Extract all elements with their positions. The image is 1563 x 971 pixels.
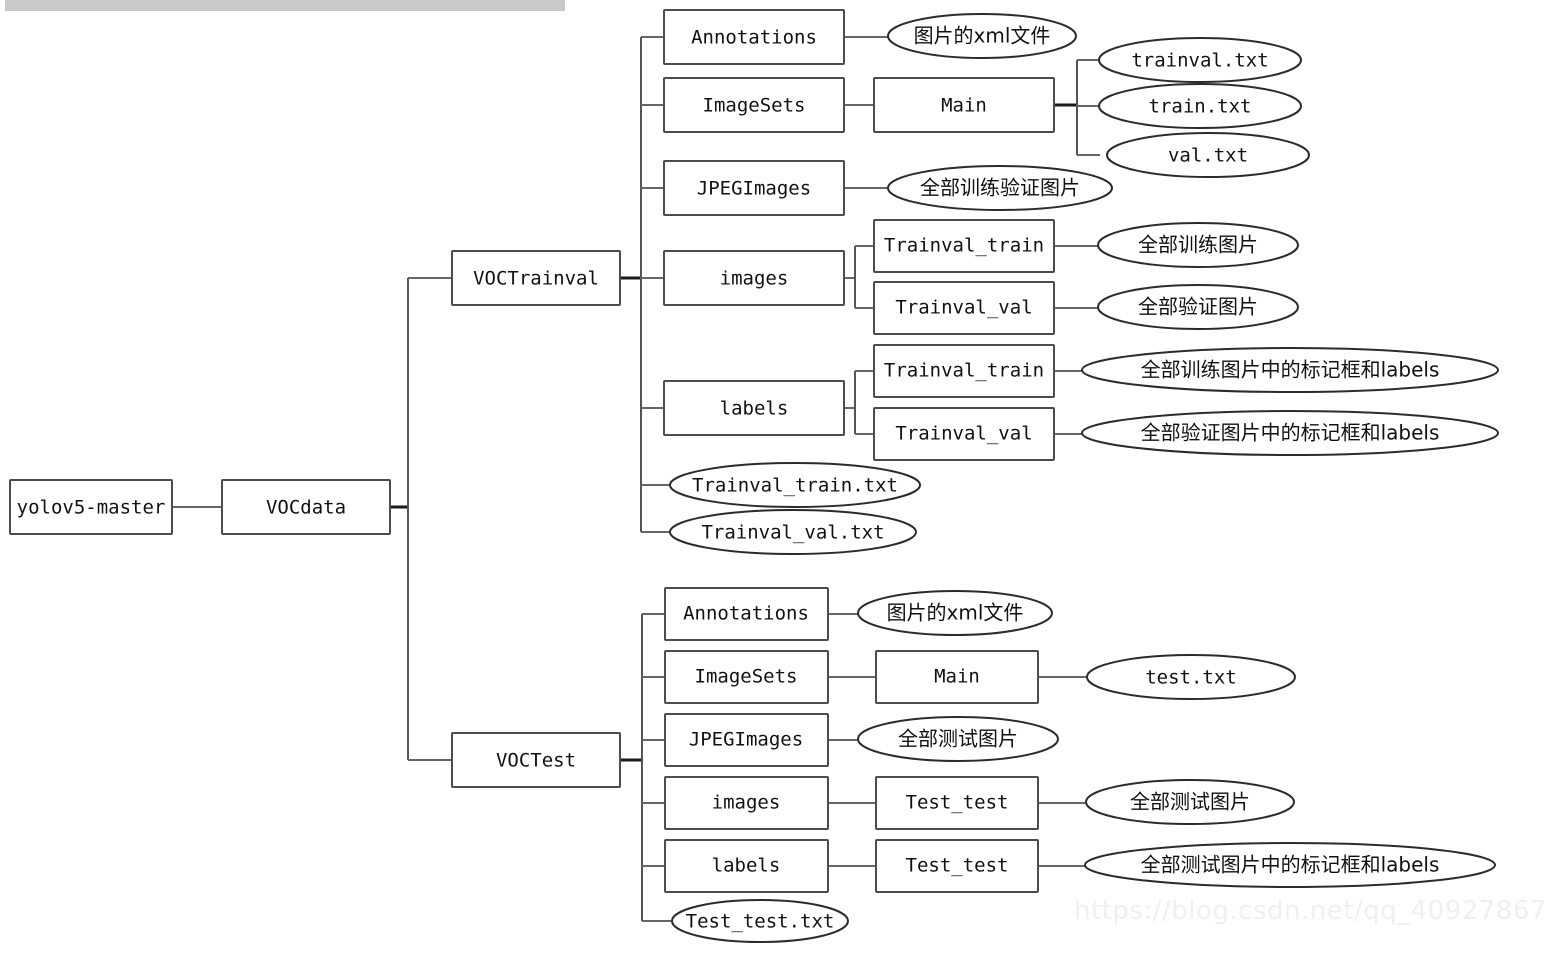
node-label: ImageSets bbox=[703, 95, 806, 117]
top-gray-bar bbox=[5, 0, 565, 11]
watermark-text: https://blog.csdn.net/qq_40927867 bbox=[1074, 896, 1547, 926]
node-label: Trainval_train.txt bbox=[692, 475, 898, 497]
node-te-images-test-test[interactable]: Test_test bbox=[875, 776, 1039, 830]
node-label: JPEGImages bbox=[689, 729, 803, 751]
node-label: Trainval_val bbox=[895, 297, 1032, 319]
node-te-images[interactable]: images bbox=[664, 776, 829, 830]
node-label: 全部测试图片 bbox=[898, 727, 1018, 751]
node-label: 全部训练验证图片 bbox=[920, 176, 1080, 200]
node-te-annotations[interactable]: Annotations bbox=[664, 587, 829, 641]
node-trainval-train-txt-file[interactable]: Trainval_train.txt bbox=[669, 462, 921, 508]
node-te-imagesets[interactable]: ImageSets bbox=[664, 650, 829, 704]
node-label: 全部验证图片中的标记框和labels bbox=[1141, 421, 1440, 445]
node-label: Trainval_train bbox=[884, 235, 1044, 257]
node-label: images bbox=[720, 268, 789, 290]
node-vocdata[interactable]: VOCdata bbox=[221, 479, 391, 535]
node-label: test.txt bbox=[1145, 667, 1237, 689]
node-label: 全部验证图片 bbox=[1138, 295, 1258, 319]
node-label: labels bbox=[712, 855, 781, 877]
node-label: Test_test bbox=[906, 855, 1009, 877]
node-label: ImageSets bbox=[695, 666, 798, 688]
node-label: 全部训练图片 bbox=[1138, 233, 1258, 257]
node-label: Annotations bbox=[683, 603, 809, 625]
node-label: 图片的xml文件 bbox=[914, 24, 1051, 48]
node-te-labels[interactable]: labels bbox=[664, 839, 829, 893]
node-tv-images-trainval-train[interactable]: Trainval_train bbox=[873, 219, 1055, 273]
node-tv-main[interactable]: Main bbox=[873, 77, 1055, 133]
node-label: 全部训练图片中的标记框和labels bbox=[1141, 358, 1440, 382]
node-label: VOCTest bbox=[496, 750, 576, 772]
node-trainval-val-txt-file[interactable]: Trainval_val.txt bbox=[669, 509, 917, 555]
node-label: train.txt bbox=[1149, 96, 1252, 118]
node-label: Annotations bbox=[691, 27, 817, 49]
node-label: Test_test bbox=[906, 792, 1009, 814]
node-test-txt[interactable]: test.txt bbox=[1086, 654, 1296, 700]
node-train-txt[interactable]: train.txt bbox=[1098, 83, 1302, 129]
node-te-labels-test-test[interactable]: Test_test bbox=[875, 839, 1039, 893]
node-tv-annotations[interactable]: Annotations bbox=[663, 9, 845, 65]
node-label: trainval.txt bbox=[1131, 50, 1268, 72]
node-tv-images[interactable]: images bbox=[663, 250, 845, 306]
node-tv-all-val-labels[interactable]: 全部验证图片中的标记框和labels bbox=[1081, 410, 1499, 456]
node-label: Trainval_val bbox=[895, 423, 1032, 445]
node-tv-xml-ellipse[interactable]: 图片的xml文件 bbox=[887, 13, 1077, 59]
node-label: labels bbox=[720, 398, 789, 420]
node-label: VOCTrainval bbox=[473, 268, 599, 290]
node-tv-labels-trainval-train[interactable]: Trainval_train bbox=[873, 344, 1055, 398]
node-label: 图片的xml文件 bbox=[887, 601, 1024, 625]
node-yolov5-master[interactable]: yolov5-master bbox=[9, 479, 173, 535]
node-label: Main bbox=[934, 666, 980, 688]
node-label: Trainval_val.txt bbox=[701, 522, 884, 544]
node-te-jpegimages[interactable]: JPEGImages bbox=[664, 713, 829, 767]
node-te-all-test-labels[interactable]: 全部测试图片中的标记框和labels bbox=[1084, 842, 1496, 888]
node-label: val.txt bbox=[1168, 145, 1248, 167]
node-label: Test_test.txt bbox=[686, 911, 835, 933]
node-te-xml-ellipse[interactable]: 图片的xml文件 bbox=[857, 590, 1053, 636]
node-te-main[interactable]: Main bbox=[875, 650, 1039, 704]
node-test-test-txt-file[interactable]: Test_test.txt bbox=[671, 899, 849, 943]
node-label: JPEGImages bbox=[697, 178, 811, 200]
node-tv-all-train-images[interactable]: 全部训练图片 bbox=[1097, 222, 1299, 268]
node-te-all-test-images[interactable]: 全部测试图片 bbox=[857, 716, 1059, 762]
node-tv-jpegimages[interactable]: JPEGImages bbox=[663, 160, 845, 216]
node-tv-all-val-images[interactable]: 全部验证图片 bbox=[1097, 284, 1299, 330]
node-tv-all-train-labels[interactable]: 全部训练图片中的标记框和labels bbox=[1081, 347, 1499, 393]
node-label: 全部测试图片中的标记框和labels bbox=[1141, 853, 1440, 877]
node-tv-all-trainval-images[interactable]: 全部训练验证图片 bbox=[887, 165, 1113, 211]
node-trainval-txt[interactable]: trainval.txt bbox=[1098, 37, 1302, 83]
node-tv-labels-trainval-val[interactable]: Trainval_val bbox=[873, 407, 1055, 461]
node-voctrainval[interactable]: VOCTrainval bbox=[451, 250, 621, 306]
node-label: Main bbox=[941, 95, 987, 117]
node-tv-labels[interactable]: labels bbox=[663, 380, 845, 436]
node-tv-imagesets[interactable]: ImageSets bbox=[663, 77, 845, 133]
node-te-all-test-images-2[interactable]: 全部测试图片 bbox=[1085, 779, 1295, 825]
node-tv-images-trainval-val[interactable]: Trainval_val bbox=[873, 281, 1055, 335]
node-val-txt[interactable]: val.txt bbox=[1106, 132, 1310, 178]
node-label: Trainval_train bbox=[884, 360, 1044, 382]
node-label: yolov5-master bbox=[17, 497, 166, 519]
node-label: VOCdata bbox=[266, 497, 346, 519]
node-voctest[interactable]: VOCTest bbox=[451, 732, 621, 788]
node-label: 全部测试图片 bbox=[1130, 790, 1250, 814]
node-label: images bbox=[712, 792, 781, 814]
